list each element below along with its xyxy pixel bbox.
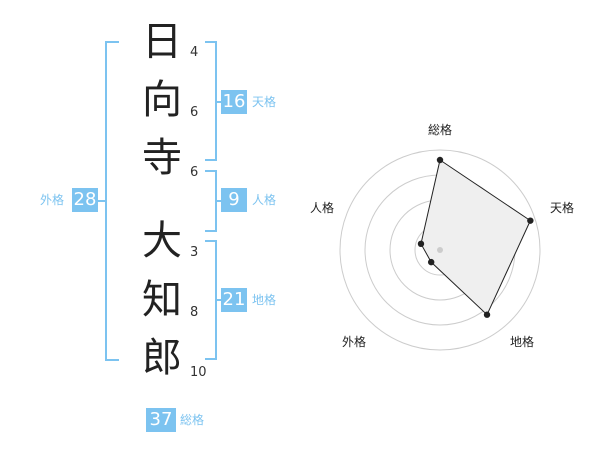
radar-chart	[339, 149, 541, 351]
name-char-2: 向	[142, 77, 182, 123]
stroke-count-4: 3	[190, 245, 199, 260]
stroke-count-3: 6	[190, 165, 199, 180]
name-char-6: 郎	[142, 335, 182, 381]
gaikaku-bracket	[105, 41, 119, 361]
radar-polygon	[420, 159, 531, 316]
name-char-4: 大	[142, 218, 182, 264]
radar-axis-label-tenkaku: 天格	[550, 201, 575, 215]
stroke-count-5: 8	[190, 305, 199, 320]
stroke-count-1: 4	[190, 45, 199, 60]
tenkaku-badge: 16	[221, 90, 247, 114]
radar-axis-label-soukaku: 総格	[428, 123, 453, 137]
chikaku-tick	[216, 299, 222, 301]
name-char-1: 日	[142, 19, 182, 65]
radar-center	[437, 247, 443, 253]
jinkaku-badge: 9	[221, 188, 247, 212]
radar-point	[427, 258, 435, 266]
name-char-5: 知	[142, 277, 182, 323]
gaikaku-badge: 28	[72, 188, 98, 212]
radar-point	[436, 156, 444, 164]
jinkaku-tick	[216, 200, 222, 202]
radar-point	[417, 240, 425, 248]
soukaku-label: 総格	[180, 413, 205, 427]
radar-axis-label-chikaku: 地格	[510, 335, 535, 349]
tenkaku-tick	[216, 101, 222, 103]
radar-axis-label-jinkaku: 人格	[310, 201, 335, 215]
radar-ring	[339, 149, 541, 351]
chikaku-badge: 21	[221, 288, 247, 312]
gaikaku-label: 外格	[40, 193, 65, 207]
gaikaku-tick	[98, 200, 107, 202]
radar-axis-label-gaikaku: 外格	[342, 335, 367, 349]
chikaku-label: 地格	[252, 293, 277, 307]
radar-point	[527, 217, 534, 224]
stroke-count-2: 6	[190, 105, 199, 120]
tenkaku-label: 天格	[252, 95, 277, 109]
stroke-count-6: 10	[190, 365, 207, 380]
soukaku-badge: 37	[146, 408, 176, 432]
jinkaku-label: 人格	[252, 193, 277, 207]
radar-point	[483, 311, 491, 318]
name-char-3: 寺	[142, 135, 182, 181]
